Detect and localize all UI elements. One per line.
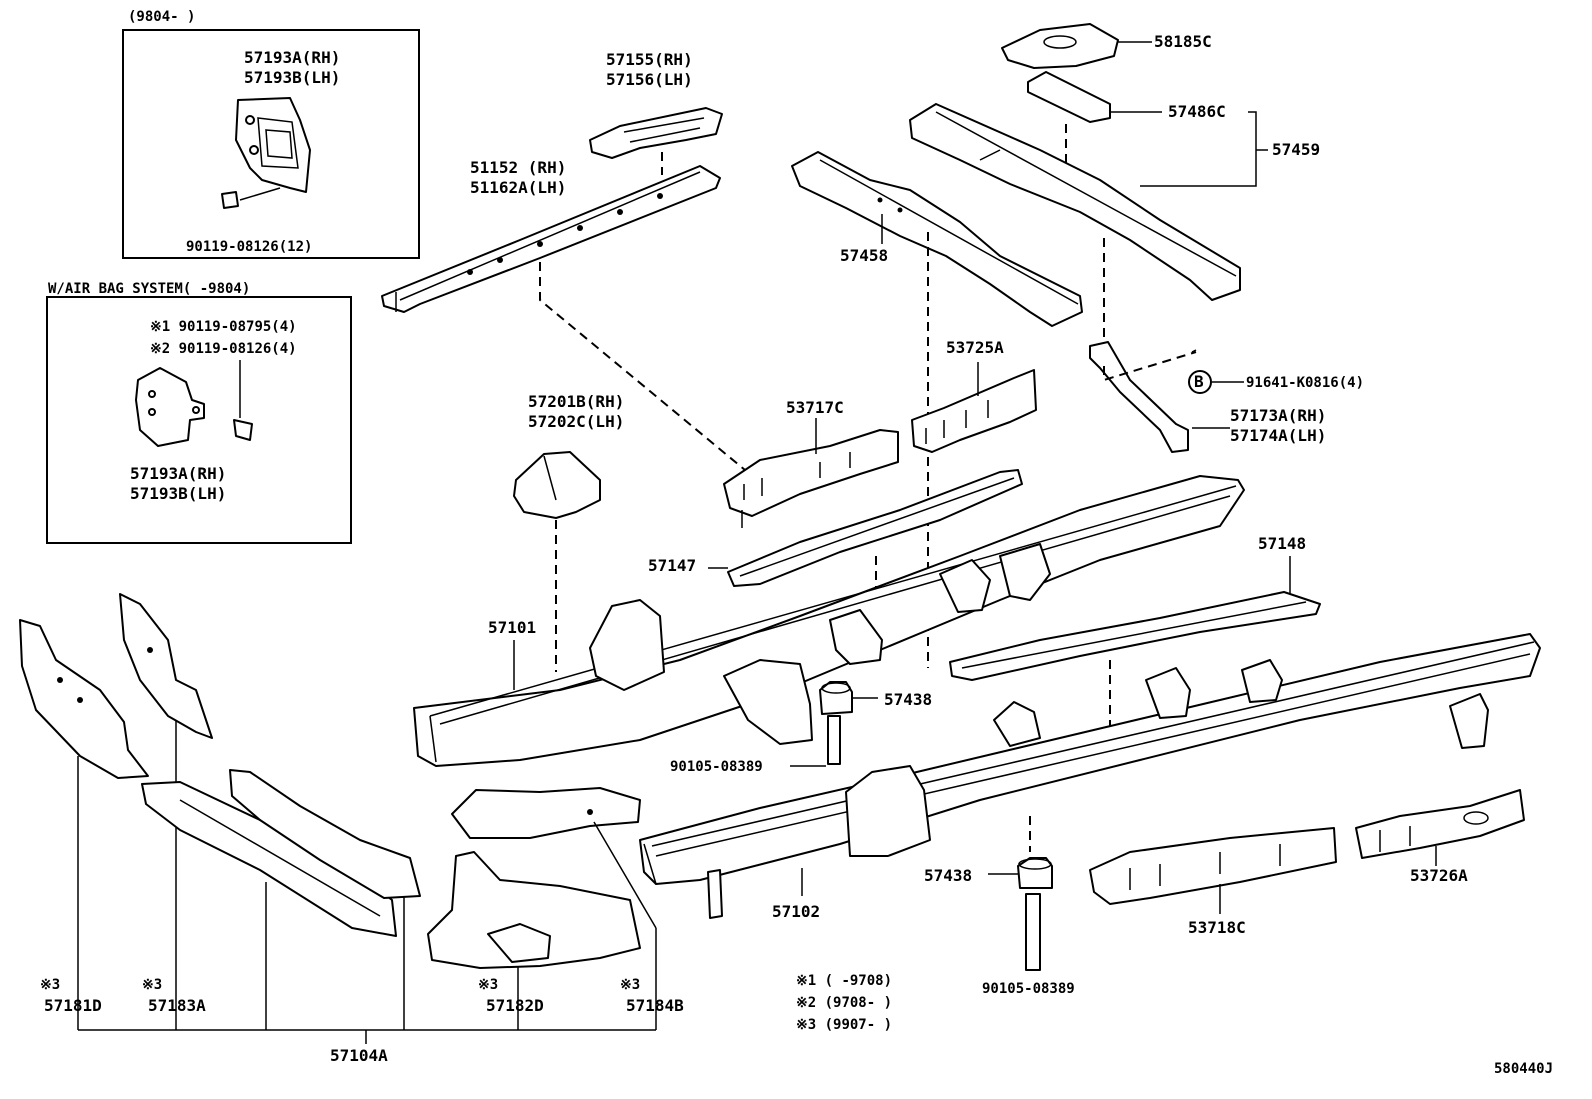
mark3-57184b: ※3: [620, 977, 641, 993]
part-53725a: [911, 362, 1037, 453]
part-57201b: [513, 451, 601, 519]
label-57458: 57458: [840, 246, 889, 265]
bolt-90119-inset2: [233, 360, 253, 441]
part-57181d: [19, 619, 149, 779]
part-57155: [589, 107, 723, 159]
label-57438-top: 57438: [884, 690, 933, 709]
part-53717c: [723, 418, 899, 528]
mark3-57181d: ※3: [40, 977, 61, 993]
part-57438-bottom: [988, 857, 1053, 971]
inset1-part-a: 57193A(RH): [244, 48, 341, 67]
label-57438-bottom: 57438: [924, 866, 973, 885]
label-53718c: 53718C: [1188, 918, 1246, 937]
bolt-90119-inset1: [221, 187, 281, 209]
part-53718c: [1089, 827, 1337, 914]
label-57181d: 57181D: [44, 996, 102, 1015]
inset2-bolt1: ※1 90119-08795(4): [150, 319, 297, 335]
part-57148: [949, 556, 1321, 681]
label-57174a: 57174A(LH): [1230, 426, 1327, 445]
label-57486c: 57486C: [1168, 102, 1226, 121]
part-53726a: [1355, 789, 1525, 866]
part-57486c: [1027, 71, 1162, 123]
label-91641: 91641-K0816(4): [1246, 375, 1365, 391]
inset-box-airbag: [46, 296, 352, 544]
part-57101: [413, 475, 1245, 767]
inset-box-9804: [122, 29, 420, 259]
label-57173a: 57173A(RH): [1230, 406, 1327, 425]
label-57147: 57147: [648, 556, 697, 575]
label-57201b: 57201B(RH): [528, 392, 625, 411]
legend-note1: ※1 ( -9708): [796, 973, 893, 989]
label-57184b: 57184B: [626, 996, 684, 1015]
label-57102: 57102: [772, 902, 821, 921]
label-57182d: 57182D: [486, 996, 544, 1015]
inset2-bolt2: ※2 90119-08126(4): [150, 341, 297, 357]
label-51162a: 51162A(LH): [470, 178, 567, 197]
inset2-part-b: 57193B(LH): [130, 484, 227, 503]
bracket-57193-inset2: [135, 367, 205, 447]
mark3-57182d: ※3: [478, 977, 499, 993]
label-57183a: 57183A: [148, 996, 206, 1015]
part-51152: [381, 165, 721, 313]
part-57183a: [119, 593, 213, 739]
part-57459: [909, 103, 1241, 301]
label-57202c: 57202C(LH): [528, 412, 625, 431]
label-53725a: 53725A: [946, 338, 1004, 357]
label-57155: 57155(RH): [606, 50, 693, 69]
label-57156: 57156(LH): [606, 70, 693, 89]
label-circle-b: B: [1194, 372, 1204, 391]
inset1-date-range: (9804- ): [128, 9, 196, 25]
part-57182d: [427, 851, 641, 1030]
label-58185c: 58185C: [1154, 32, 1212, 51]
mark3-57183a: ※3: [142, 977, 163, 993]
label-53717c: 53717C: [786, 398, 844, 417]
part-57173a: [1089, 341, 1230, 453]
inset1-part-b: 57193B(LH): [244, 68, 341, 87]
legend-note2: ※2 (9708- ): [796, 995, 893, 1011]
bracket-57193-inset1: [235, 97, 311, 193]
part-57147: [708, 469, 1023, 587]
circle-b-marker: [1188, 370, 1212, 394]
inset1-bolt: 90119-08126(12): [186, 239, 313, 255]
part-57102: [639, 633, 1541, 919]
inset2-title: W/AIR BAG SYSTEM( -9804): [48, 281, 251, 297]
label-57104a: 57104A: [330, 1046, 388, 1065]
label-90105-top: 90105-08389: [670, 759, 763, 775]
part-57184b: [451, 787, 657, 1030]
diagram-code: 580440J: [1494, 1061, 1554, 1077]
label-57459: 57459: [1272, 140, 1321, 159]
label-53726a: 53726A: [1410, 866, 1468, 885]
part-57438-top: [790, 681, 878, 767]
inset2-part-a: 57193A(RH): [130, 464, 227, 483]
part-57458: [791, 151, 1083, 327]
label-90105-bottom: 90105-08389: [982, 981, 1075, 997]
label-57148: 57148: [1258, 534, 1307, 553]
part-58185c: [1001, 23, 1152, 69]
label-57101: 57101: [488, 618, 537, 637]
part-57104a-beam: [141, 769, 421, 1030]
label-51152: 51152 (RH): [470, 158, 567, 177]
legend-note3: ※3 (9907- ): [796, 1017, 893, 1033]
